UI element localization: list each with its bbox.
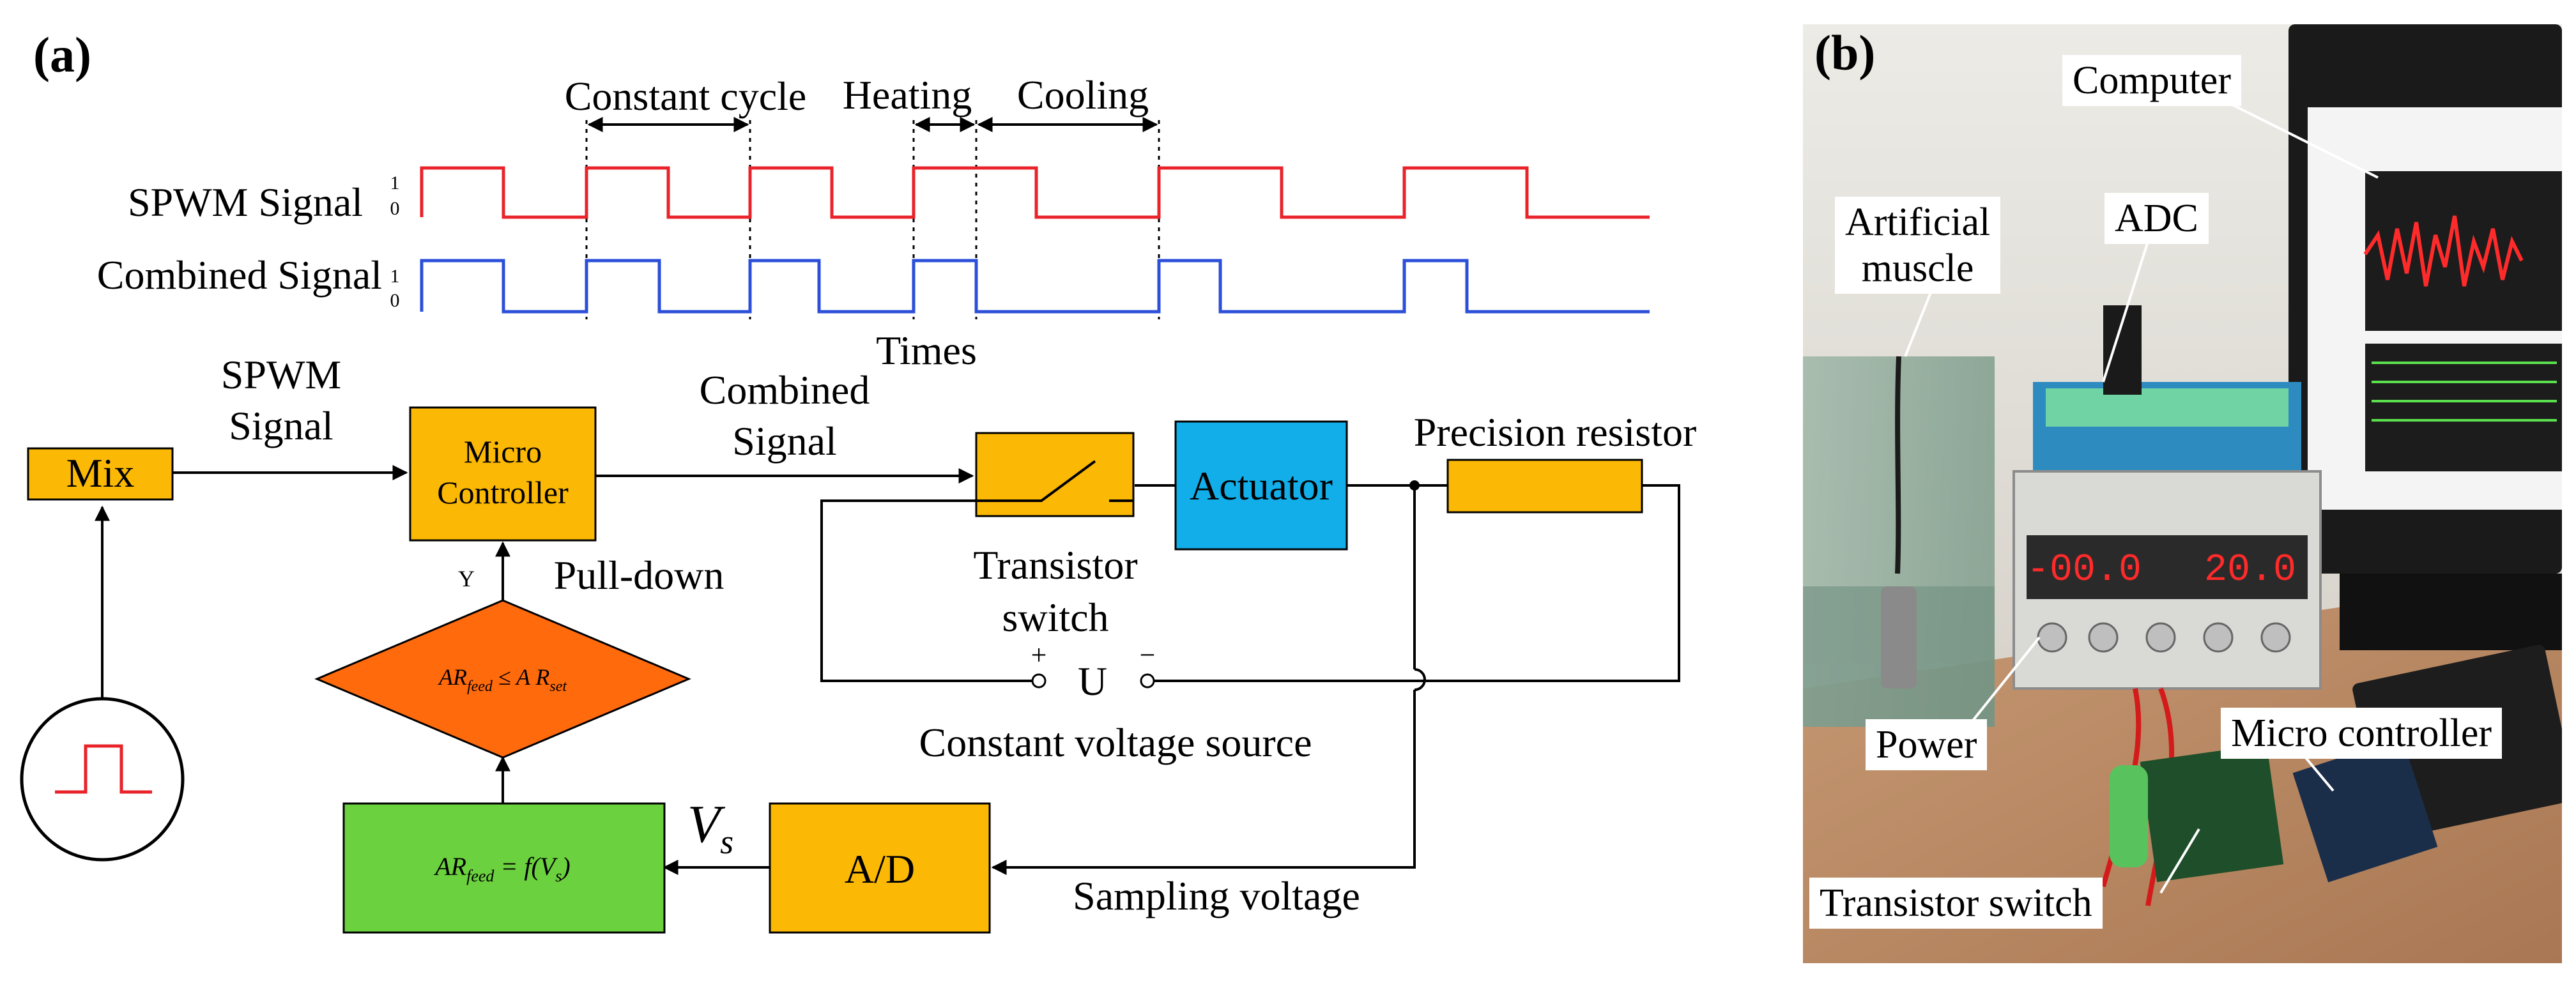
precision-resistor-label: Precision resistor	[1414, 409, 1697, 455]
micro-controller-line1: Micro	[464, 434, 542, 469]
combined-connector-line1: Combined	[700, 367, 870, 413]
mix-block	[27, 447, 174, 501]
muscle-weight	[1881, 586, 1917, 689]
feedback-function-block	[342, 802, 666, 934]
pulse-source-waveform	[55, 744, 152, 794]
precision-resistor-block	[1446, 459, 1643, 514]
transistor-switch-line2: switch	[1002, 595, 1108, 640]
wires	[95, 465, 1680, 875]
y-label: Y	[458, 566, 475, 591]
micro-controller-block	[409, 406, 597, 542]
combined-connector-line2: Signal	[732, 418, 837, 464]
timing-guides	[585, 120, 1160, 319]
times-axis-label: Times	[876, 328, 977, 373]
panel-b-photo: -00.0 20.0 Computer ADC Artificial muscl…	[1803, 24, 2562, 963]
spwm-level-high: 1	[390, 172, 400, 194]
constant-voltage-source-label: Constant voltage source	[919, 720, 1312, 765]
junction-node	[1409, 480, 1420, 491]
panel-a-diagram: (a) Constant cycle Heating Cooling SPWM …	[20, 27, 1697, 934]
source-symbol: U	[1078, 659, 1107, 704]
decision-condition: ARfeed ≤ A Rset	[438, 664, 567, 695]
callout-computer: Computer	[2062, 55, 2241, 106]
heating-label: Heating	[843, 72, 972, 118]
panel-b-label: (b)	[1814, 25, 1876, 80]
decision-diamond	[314, 599, 691, 759]
spwm-signal-label: SPWM Signal	[128, 179, 363, 225]
combined-signal-label: Combined Signal	[97, 252, 382, 298]
callout-micro-controller: Micro controller	[2221, 708, 2503, 759]
spwm-connector-line1: SPWM	[221, 352, 342, 397]
switch-contact-icon	[976, 460, 1096, 502]
sampling-voltage-label: Sampling voltage	[1073, 873, 1360, 918]
constant-cycle-label: Constant cycle	[565, 73, 807, 119]
actuator-block	[1174, 420, 1348, 551]
source-minus-sign: −	[1140, 639, 1156, 671]
actuator-label: Actuator	[1190, 463, 1333, 508]
power-supply-right-display: 20.0	[2204, 549, 2296, 592]
adc-block	[769, 802, 991, 934]
source-plus-terminal	[1031, 673, 1046, 689]
vs-label: Vs	[687, 795, 733, 861]
transistor-switch-block	[975, 432, 1135, 517]
spwm-connector-line2: Signal	[229, 403, 334, 448]
cooling-label: Cooling	[1017, 72, 1149, 118]
transistor-switch-line1: Transistor	[973, 542, 1137, 588]
panel-a-label: (a)	[33, 27, 91, 82]
adc-label: A/D	[845, 846, 915, 892]
spwm-level-low: 0	[390, 198, 400, 219]
source-minus-terminal	[1140, 673, 1155, 689]
source-plus-sign: +	[1031, 639, 1047, 671]
callout-adc: ADC	[2104, 193, 2209, 244]
pulse-source	[20, 697, 185, 862]
feedback-function-formula: ARfeed = f(Vs)	[433, 852, 571, 885]
power-supply-left-display: -00.0	[2027, 549, 2142, 592]
transistor-switch-board	[2140, 744, 2284, 882]
callout-artificial-muscle: Artificial muscle	[1835, 197, 2001, 294]
combined-level-high: 1	[390, 266, 400, 287]
artificial-muscle-wire	[1895, 356, 1901, 574]
lab-setup-photo: -00.0 20.0	[1803, 24, 2562, 963]
spwm-waveform	[420, 166, 1650, 219]
combined-level-low: 0	[390, 290, 400, 311]
micro-controller-line2: Controller	[437, 475, 569, 510]
pull-down-label: Pull-down	[554, 552, 724, 598]
combined-waveform	[420, 259, 1650, 314]
callout-transistor-switch: Transistor switch	[1809, 878, 2103, 929]
mix-label: Mix	[66, 450, 135, 496]
callout-power: Power	[1866, 719, 1988, 770]
